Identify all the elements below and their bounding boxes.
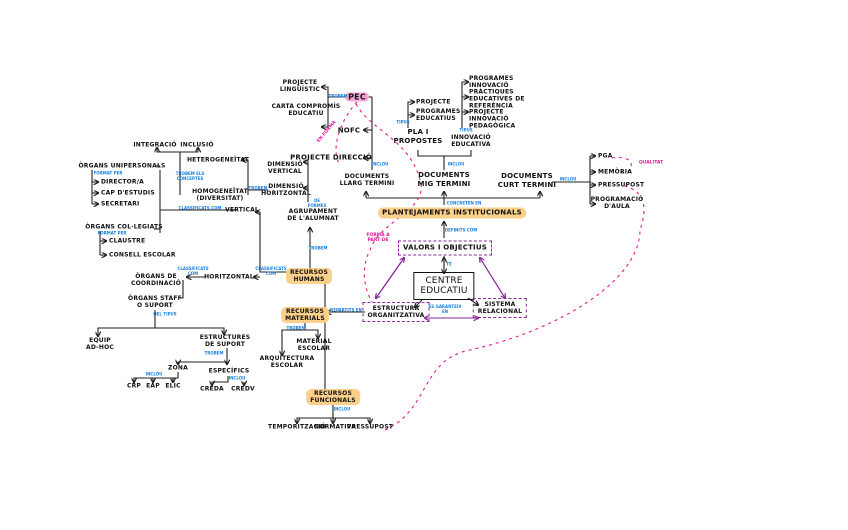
node-programes-educatius: PROGRAMES EDUCATIUS <box>416 108 461 122</box>
link-label: FORMAT PER <box>97 230 127 236</box>
link-label: INCLOU <box>145 371 163 377</box>
node-pga: PGA <box>598 152 613 160</box>
node-organs-unipersonals: ÒRGANS UNIPERSONALS <box>78 162 166 170</box>
link-label: CONCRETEN EN <box>446 200 482 206</box>
node-cap-estudis: CAP D'ESTUDIS <box>101 189 155 197</box>
link-label: TROBEM <box>328 93 348 99</box>
node-organs-coordinacio: ÒRGANS DE COORDINACIÓ <box>130 273 182 287</box>
node-recursos-funcionals: RECURSOS FUNCIONALS <box>306 389 360 405</box>
link-label: TIPUS <box>459 127 473 133</box>
node-inclusio: INCLUSIÓ <box>180 141 214 149</box>
link-label: CLASSIFICATS COM <box>178 205 222 211</box>
node-agrupament: AGRUPAMENT DE L'ALUMNAT <box>287 208 339 222</box>
node-organs-staff: ÒRGANS STAFF O SUPORT <box>128 295 182 309</box>
node-homogeneitat: HOMOGENEÏTAT (DIVERSITAT) <box>192 188 248 202</box>
node-centre-educatiu: CENTRE EDUCATIU <box>413 272 475 300</box>
node-equip-adhoc: EQUIP AD-HOC <box>86 337 114 351</box>
node-plantejaments-institucionals: PLANTEJAMENTS INSTITUCIONALS <box>378 207 526 219</box>
node-pressupost-funcional: PRESSUPOST <box>346 423 394 431</box>
annotation-forma-part: FORMA A PART DE <box>366 233 390 243</box>
link-label: CLASSIFICATS COM <box>177 266 209 276</box>
link-label: TROBEM <box>204 350 224 356</box>
node-documents-curt-termini: DOCUMENTS CURT TERMINI <box>497 172 557 189</box>
node-projecte-linguistic: PROJECTE LINGÜÍSTIC <box>279 79 321 93</box>
node-memoria: MEMÒRIA <box>598 168 633 176</box>
node-recursos-humans: RECURSOS HUMANS <box>286 268 332 284</box>
node-credv: CREDV <box>231 385 255 393</box>
node-nofc: NOFC <box>337 126 361 135</box>
link-label: DEL TIPUS <box>153 311 177 317</box>
node-elic: ELIC <box>165 382 181 390</box>
node-secretari: SECRETARI <box>101 200 140 208</box>
node-eap: EAP <box>146 382 160 390</box>
link-label: DE FORMES <box>307 198 327 208</box>
link-label: INCLOU <box>559 176 577 182</box>
node-projecte-direccio: PROJECTE DIRECCIÓ <box>290 153 372 162</box>
node-material-escolar: MATERIAL ESCOLAR <box>296 338 332 352</box>
link-label: INCLOU <box>447 161 465 167</box>
node-organs-collegiats: ÒRGANS COL·LEGIATS <box>85 223 163 231</box>
node-documents-llarg-termini: DOCUMENTS LLARG TERMINI <box>339 173 395 187</box>
node-innovacio-educativa: INNOVACIÓ EDUCATIVA <box>451 134 491 148</box>
link-label: REPARTITS EN <box>330 307 362 313</box>
node-consell-escolar: CONSELL ESCOLAR <box>109 251 176 259</box>
node-recursos-materials: RECURSOS MATERIALS <box>281 307 329 323</box>
link-label: TROBEM <box>248 185 268 191</box>
annotation-qualitat: QUALITAT <box>638 160 664 166</box>
link-label: FORMAT PER <box>93 170 123 176</box>
node-pec: PEC <box>345 92 369 102</box>
node-normativa: NORMATIVA <box>314 423 356 431</box>
node-horitzontal: HORITZONTAL <box>204 273 254 281</box>
node-valors-objectius: VALORS I OBJECTIUS <box>398 240 492 256</box>
node-directora: DIRECTOR/A <box>101 178 144 186</box>
node-temporitzacio: TEMPORITZACIÓ <box>268 423 326 431</box>
link-label: TROBEM <box>308 245 328 251</box>
node-carta-compromis: CARTA COMPROMÍS EDUCATIU <box>271 103 341 117</box>
link-label: CLASSIFICATS COM <box>255 266 287 276</box>
node-dimensio-horitzontal: DIMENSIÓ HORITZONTAL <box>261 183 311 197</box>
node-heterogeneitat: HETEROGENEÏTAT <box>186 156 250 164</box>
node-crp: CRP <box>126 382 142 390</box>
node-programes-innovacio: PROGRAMES INNOVACIÓ <box>469 75 514 89</box>
node-integracio: INTEGRACIÓ <box>133 141 177 149</box>
node-projecte-innovacio: PROJECTE INNOVACIÓ PEDAGÒGICA <box>469 108 516 130</box>
link-label: INCLOU <box>333 406 351 412</box>
node-especifics: ESPECÍFICS <box>208 367 250 375</box>
link-label: TIPUS <box>396 119 410 125</box>
node-claustre: CLAUSTRE <box>109 237 146 245</box>
node-estructures-suport: ESTRUCTURES DE SUPORT <box>199 334 251 348</box>
node-projecte: PROJECTE <box>416 98 451 106</box>
node-zona: ZONA <box>168 364 188 372</box>
node-dimensio-vertical: DIMENSIÓ VERTICAL <box>267 161 303 175</box>
link-label: INCLOU <box>371 161 389 167</box>
node-pressupost: PRESSUPOST <box>598 181 645 189</box>
link-label: TROBEM ELS CONCEPTES <box>175 171 205 181</box>
node-sistema-relacional: SISTEMA RELACIONAL <box>472 298 528 318</box>
link-label: TÉ <box>446 261 452 267</box>
node-arquitectura-escolar: ARQUITECTURA ESCOLAR <box>259 355 315 369</box>
node-creda: CREDA <box>200 385 224 393</box>
node-programacio-aula: PROGRAMACIÓ D'AULA <box>590 196 644 210</box>
node-pla-propostes: PLA I PROPOSTES <box>393 128 443 145</box>
node-vertical: VERTICAL <box>225 206 259 214</box>
link-label: ES GARANTEIX EN <box>428 304 462 314</box>
link-label: INCLOU <box>228 375 246 381</box>
node-documents-mig-termini: DOCUMENTS MIG TERMINI <box>417 171 471 188</box>
node-practiques: PRÀCTIQUES EDUCATIVES DE REFERÈNCIA <box>469 88 525 110</box>
node-estructura-organitzativa: ESTRUCTURA ORGANITZATIVA <box>362 302 430 322</box>
link-label: TROBEM <box>286 325 306 331</box>
link-label: DEFINITS COM <box>444 227 478 233</box>
